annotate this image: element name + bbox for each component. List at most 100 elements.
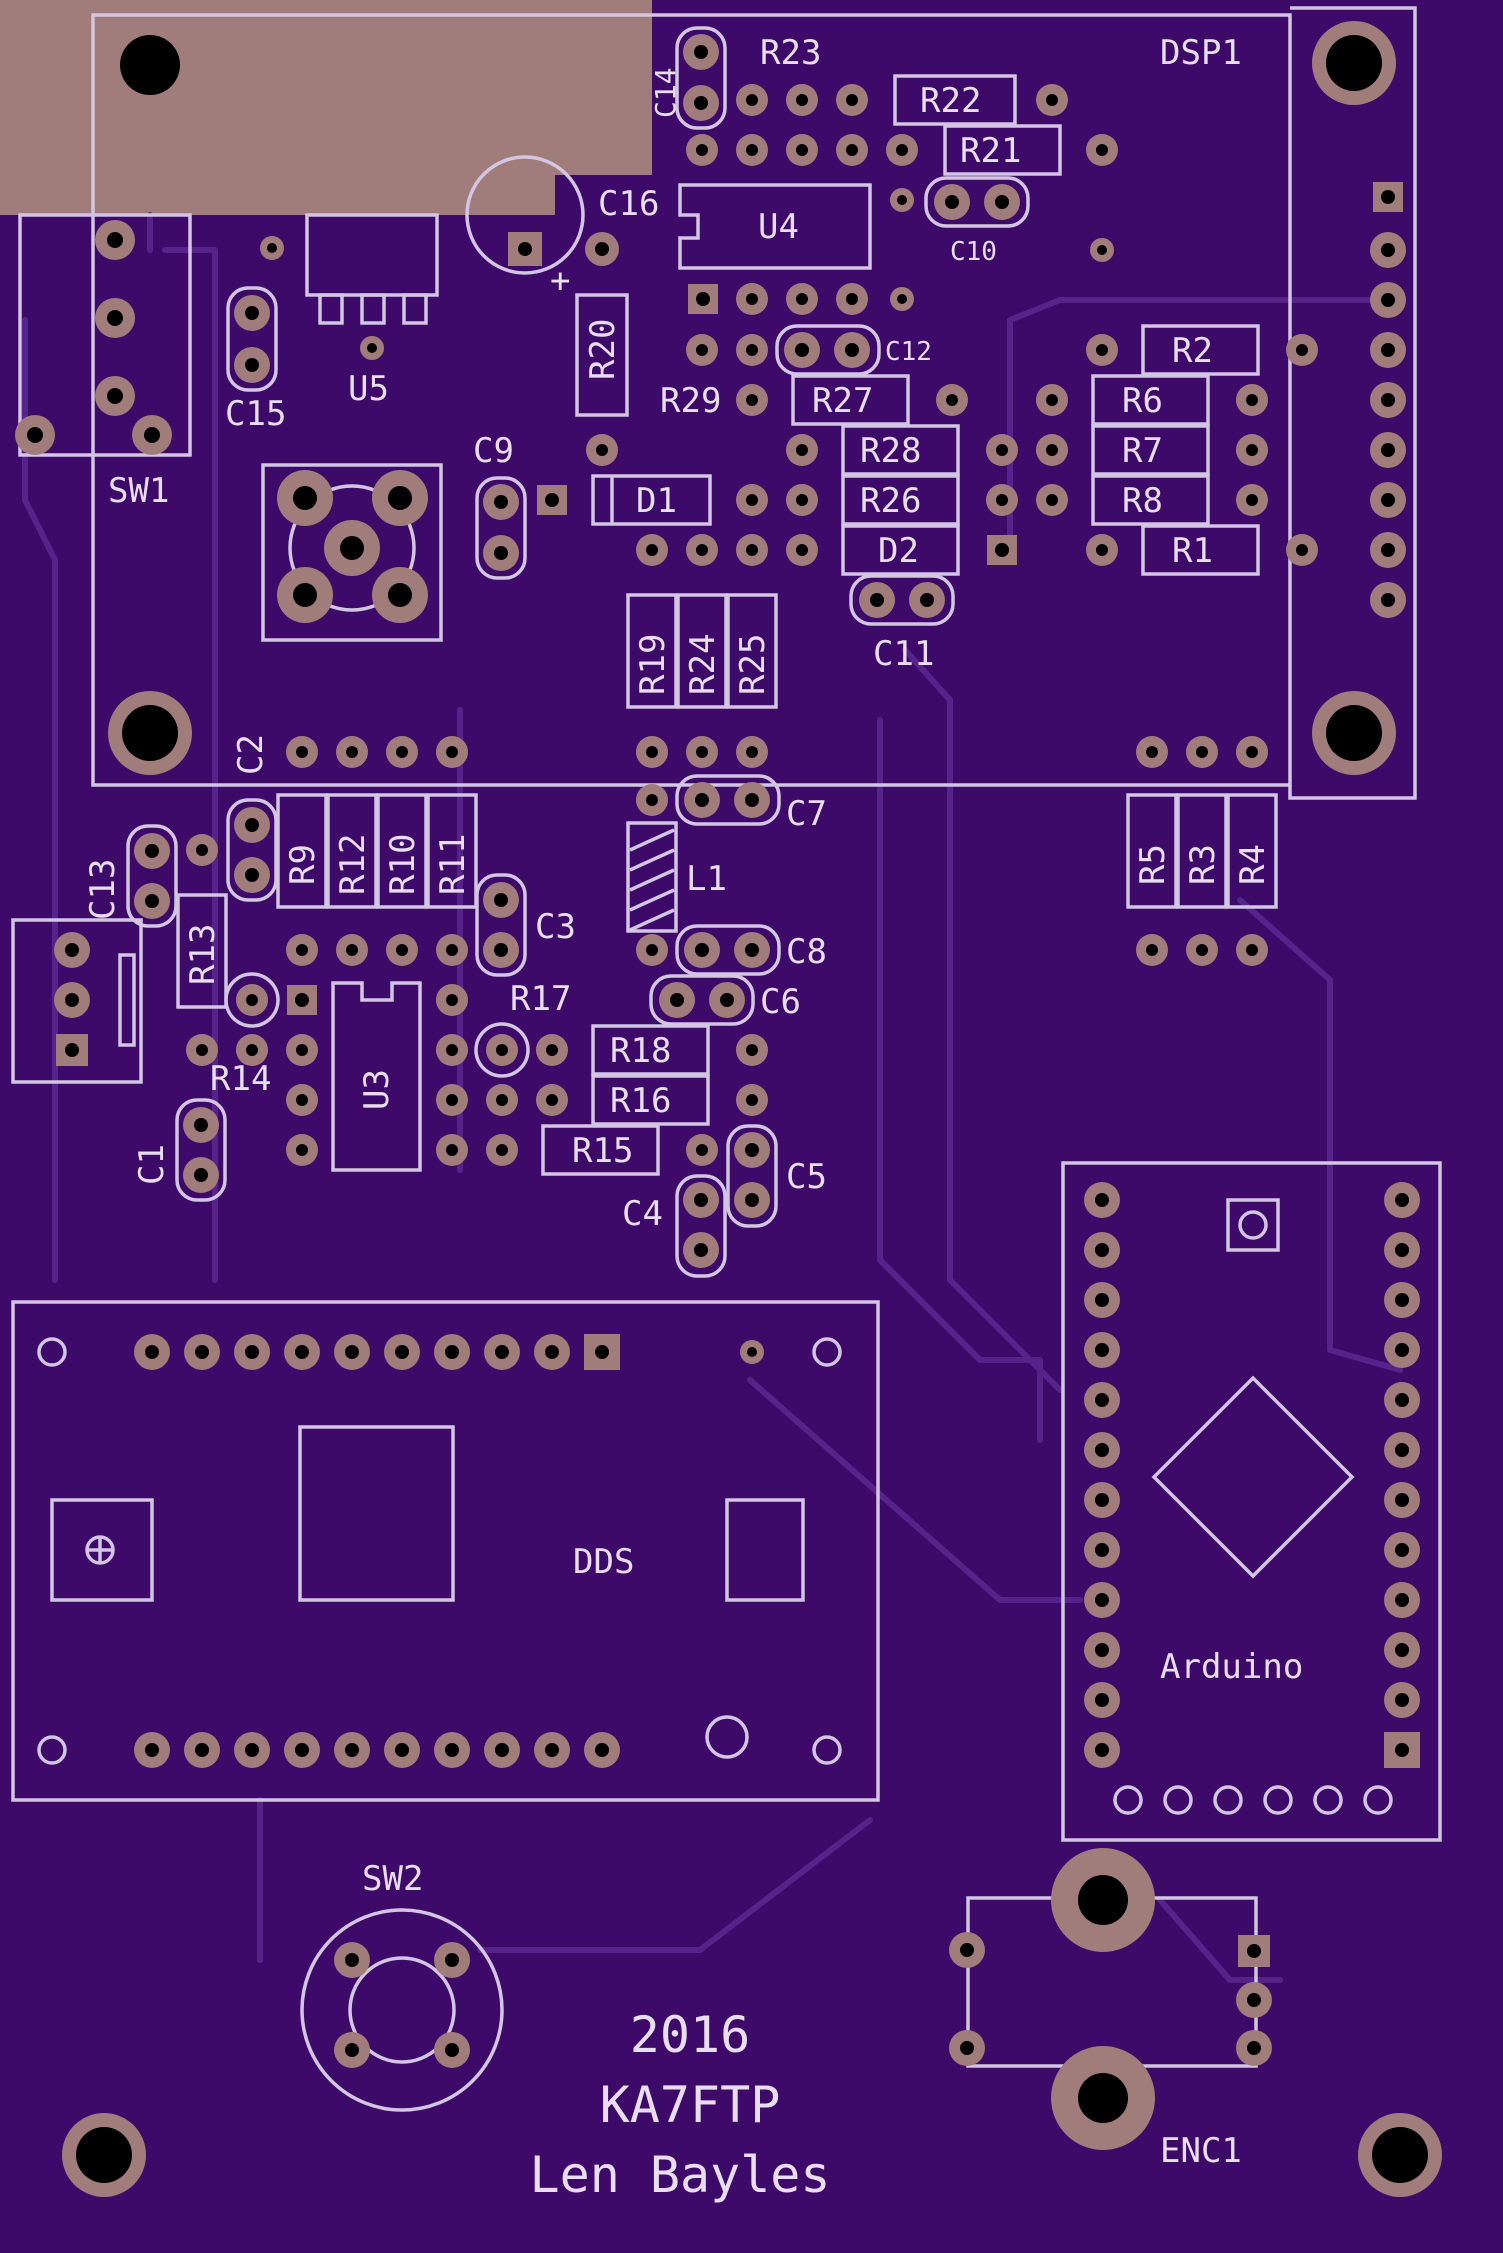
r6-label: R6 — [1122, 381, 1163, 421]
dds-module: DDS — [11, 1300, 880, 1802]
dds-bottom-pins — [134, 1732, 620, 1768]
resistor-r19-r24-r25: R19 R24 R25 — [626, 534, 778, 768]
arduino-right-pin-hole — [1395, 1743, 1409, 1757]
dds-bottom-pin-hole — [245, 1743, 259, 1757]
dds-bottom-pin-hole — [495, 1743, 509, 1757]
resistor-r6: R6 — [1036, 374, 1268, 426]
arduino-left-pin-hole — [1095, 1643, 1109, 1657]
capacitor-c12: C12 — [686, 324, 932, 376]
ic-u4: U4 — [678, 183, 914, 315]
dds-bottom-pin-hole — [445, 1743, 459, 1757]
arduino-left-pins — [1084, 1182, 1120, 1768]
c9-label: C9 — [473, 431, 514, 471]
r14-label: R14 — [210, 1059, 271, 1099]
dds-top-pin-hole — [445, 1345, 459, 1359]
ic-u3: U3 — [286, 981, 468, 1172]
arduino-left-pin-hole — [1095, 1393, 1109, 1407]
r11-label: R11 — [433, 834, 473, 895]
dds-top-pin-hole — [195, 1345, 209, 1359]
arduino-right-pin-hole — [1395, 1243, 1409, 1257]
r7-label: R7 — [1122, 431, 1163, 471]
arduino-right-pin-hole — [1395, 1593, 1409, 1607]
dds-top-pins — [134, 1334, 620, 1370]
r24-label: R24 — [683, 634, 723, 695]
resistor-r16: R16 — [536, 1074, 768, 1126]
dds-bottom-pin-hole — [195, 1743, 209, 1757]
r22-label: R22 — [920, 81, 981, 121]
arduino-left-pin-hole — [1095, 1193, 1109, 1207]
resistor-r28: R28 — [786, 424, 1018, 476]
switch-sw2: SW2 — [300, 1859, 504, 2112]
arduino-left-pin-hole — [1095, 1543, 1109, 1557]
c12-label: C12 — [885, 337, 932, 367]
capacitor-c6: C6 — [649, 974, 801, 1026]
c8-label: C8 — [786, 932, 827, 972]
dds-top-pin-hole — [495, 1345, 509, 1359]
dsp-label: DSP1 — [1160, 33, 1242, 73]
d1-label: D1 — [636, 481, 677, 521]
c10-label: C10 — [950, 237, 997, 267]
r20-label: R20 — [583, 319, 623, 380]
c5-label: C5 — [786, 1157, 827, 1197]
arduino-bottom-pin — [1313, 1785, 1343, 1815]
r25-label: R25 — [733, 634, 773, 695]
r26-label: R26 — [860, 481, 921, 521]
c16-plus: + — [550, 261, 570, 301]
capacitor-c5: C5 — [726, 1124, 827, 1228]
capacitor-c16: C16 + — [465, 155, 659, 301]
capacitor-c11: C11 — [849, 574, 955, 674]
arduino-module: Arduino — [1061, 1161, 1442, 1842]
capacitor-c2 — [226, 798, 278, 902]
credit-callsign: KA7FTP — [600, 2076, 781, 2134]
u5-label: U5 — [348, 369, 389, 409]
c16-label: C16 — [598, 184, 659, 224]
r19-label: R19 — [633, 634, 673, 695]
capacitor-c14: C14 — [649, 26, 727, 130]
resistor-r20: R20 — [575, 293, 629, 466]
c1-label: C1 — [132, 1144, 172, 1185]
dds-top-pin-hole — [395, 1345, 409, 1359]
resistor-r9-r12-r10-r11: R9 R12 R10 R11 — [276, 736, 478, 966]
resistor-r5-r3-r4: R5 R3 R4 — [1126, 736, 1278, 966]
dsp-module: DSP1 — [91, 6, 1417, 800]
resistor-r18: R18 — [536, 1024, 768, 1076]
c4-label: C4 — [622, 1194, 663, 1234]
arduino-bottom-pin — [1163, 1785, 1193, 1815]
arduino-right-pin-hole — [1395, 1293, 1409, 1307]
dds-top-pin-hole — [295, 1345, 309, 1359]
r28-label: R28 — [860, 431, 921, 471]
r10-label: R10 — [383, 834, 423, 895]
c7-label: C7 — [786, 794, 827, 834]
dds-top-pin-hole — [545, 1345, 559, 1359]
arduino-left-pin-hole — [1095, 1293, 1109, 1307]
resistor-r8: R8 — [1036, 474, 1268, 526]
arduino-right-pin-hole — [1395, 1193, 1409, 1207]
capacitor-c3: C3 — [475, 873, 576, 977]
arduino-right-pin-hole — [1395, 1693, 1409, 1707]
arduino-label: Arduino — [1160, 1647, 1303, 1687]
resistor-r27: R27 — [736, 374, 968, 426]
r2-label: R2 — [1172, 331, 1213, 371]
arduino-left-pin-hole — [1095, 1243, 1109, 1257]
arduino-right-pin-hole — [1395, 1393, 1409, 1407]
r9-label: R9 — [283, 844, 323, 885]
capacitor-c1: C1 — [132, 1098, 227, 1202]
resistor-r2: R2 — [1086, 324, 1318, 376]
r13-label: R13 — [183, 924, 223, 985]
arduino-left-pin-hole — [1095, 1343, 1109, 1357]
dds-bottom-pin-hole — [145, 1743, 159, 1757]
c3-label: C3 — [535, 907, 576, 947]
resistor-r14: R14 — [210, 972, 317, 1099]
dsp-header — [1370, 182, 1406, 618]
arduino-right-pin-hole — [1395, 1493, 1409, 1507]
encoder-enc1: ENC1 — [949, 1848, 1272, 2171]
capacitor-c15: C15 — [225, 286, 286, 434]
dds-top-pin-hole — [245, 1345, 259, 1359]
copper-pour — [0, 0, 652, 215]
arduino-right-pin-hole — [1395, 1543, 1409, 1557]
diode-d2: D2 — [786, 524, 1017, 576]
audio-connector — [11, 918, 143, 1084]
credit-year: 2016 — [630, 2006, 750, 2064]
c2-label: C2 — [231, 734, 271, 775]
capacitor-c13: C13 — [83, 824, 178, 928]
